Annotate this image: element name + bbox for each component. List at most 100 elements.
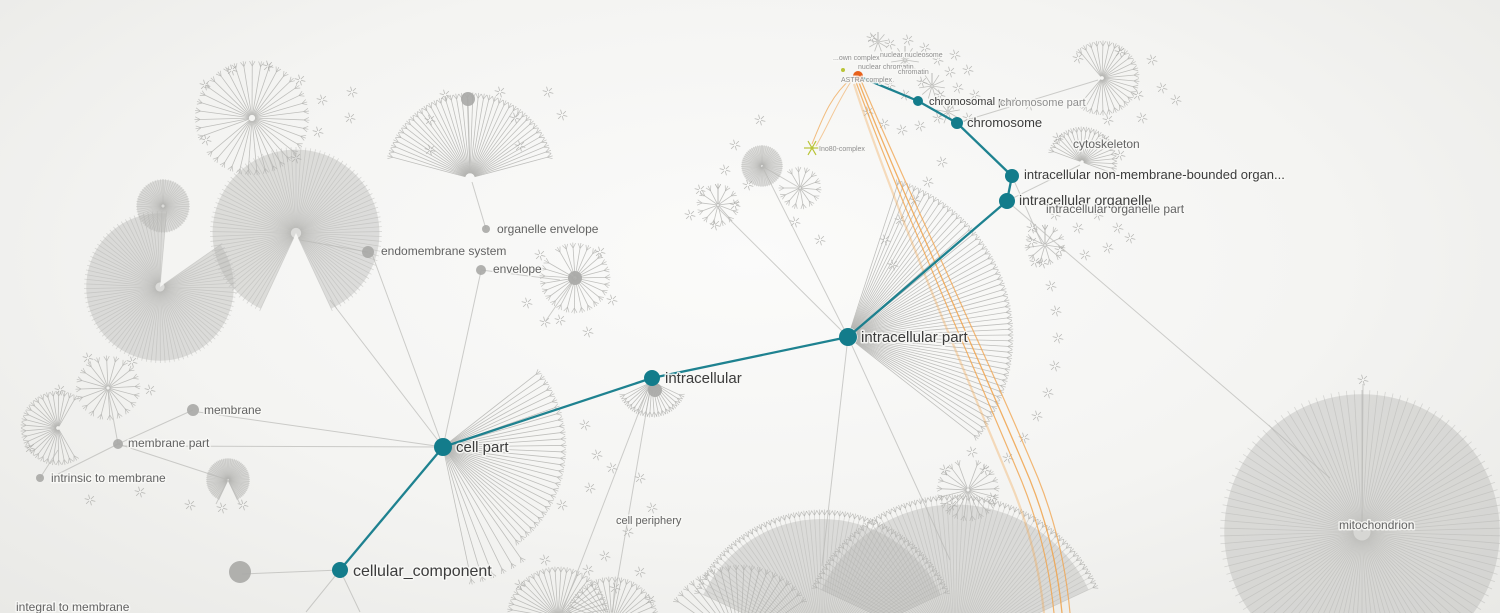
mini-node-burst[interactable] xyxy=(539,316,551,328)
collapsed-subtree-fan[interactable] xyxy=(135,179,191,233)
mini-node-burst[interactable] xyxy=(539,554,551,566)
collapsed-subtree-fan[interactable] xyxy=(444,453,526,585)
mini-node-burst[interactable] xyxy=(896,124,908,136)
graph-node[interactable] xyxy=(951,117,963,129)
mini-node-burst[interactable] xyxy=(1079,249,1091,261)
mini-node-burst[interactable] xyxy=(1049,360,1061,372)
mini-node-burst[interactable] xyxy=(946,499,958,511)
mini-node-burst[interactable] xyxy=(424,144,436,156)
collapsed-subtree-fan[interactable] xyxy=(850,179,1014,441)
mini-node-burst[interactable] xyxy=(919,42,931,54)
mini-node-burst[interactable] xyxy=(1146,54,1158,66)
mini-node-burst[interactable] xyxy=(1112,222,1124,234)
mini-node-burst[interactable] xyxy=(934,89,946,101)
mini-node-burst[interactable] xyxy=(290,152,302,164)
graph-node[interactable] xyxy=(853,71,863,81)
mini-node-burst[interactable] xyxy=(582,564,594,576)
collapsed-subtree-fan[interactable] xyxy=(891,46,919,74)
mini-node-burst[interactable] xyxy=(134,486,146,498)
graph-node[interactable] xyxy=(461,92,475,106)
graph-node[interactable] xyxy=(362,246,374,258)
mini-node-burst[interactable] xyxy=(1114,46,1126,58)
mini-node-burst[interactable] xyxy=(556,499,568,511)
mini-node-burst[interactable] xyxy=(922,176,934,188)
mini-node-burst[interactable] xyxy=(556,109,568,121)
mini-node-burst[interactable] xyxy=(1002,452,1014,464)
mini-node-burst[interactable] xyxy=(1045,280,1057,292)
mini-node-burst[interactable] xyxy=(606,294,618,306)
graph-node[interactable] xyxy=(229,561,251,583)
mini-node-burst[interactable] xyxy=(144,384,156,396)
mini-node-burst[interactable] xyxy=(1114,149,1126,161)
mini-node-burst[interactable] xyxy=(521,297,533,309)
mini-node-burst[interactable] xyxy=(1029,256,1041,268)
mini-node-burst[interactable] xyxy=(534,249,546,261)
mini-node-burst[interactable] xyxy=(262,60,274,72)
mini-node-burst[interactable] xyxy=(969,89,981,101)
collapsed-subtree-fan[interactable] xyxy=(694,509,950,613)
mini-node-burst[interactable] xyxy=(914,120,926,132)
graph-node[interactable] xyxy=(568,271,582,285)
mini-node-burst[interactable] xyxy=(199,79,211,91)
collapsed-subtree-fan[interactable] xyxy=(194,60,310,176)
graph-node[interactable] xyxy=(1005,169,1019,183)
mini-node-burst[interactable] xyxy=(494,86,506,98)
collapsed-subtree-fan[interactable] xyxy=(205,458,251,501)
mini-node-burst[interactable] xyxy=(1156,82,1168,94)
mini-node-burst[interactable] xyxy=(344,112,356,124)
mini-node-burst[interactable] xyxy=(789,216,801,228)
mini-node-burst[interactable] xyxy=(1052,132,1064,144)
mini-node-burst[interactable] xyxy=(646,502,658,514)
mini-node-burst[interactable] xyxy=(694,184,706,196)
mini-node-burst[interactable] xyxy=(316,94,328,106)
graph-node[interactable] xyxy=(36,474,44,482)
collapsed-subtree-fan[interactable] xyxy=(210,147,382,312)
mini-node-burst[interactable] xyxy=(949,49,961,61)
mini-node-burst[interactable] xyxy=(1031,410,1043,422)
mini-node-burst[interactable] xyxy=(346,86,358,98)
mini-node-burst[interactable] xyxy=(952,82,964,94)
collapsed-subtree-fan[interactable] xyxy=(387,92,553,178)
mini-node-burst[interactable] xyxy=(622,526,634,538)
mini-node-burst[interactable] xyxy=(887,259,899,271)
mini-node-burst[interactable] xyxy=(742,179,754,191)
collapsed-subtree-fan[interactable] xyxy=(1220,390,1500,613)
mini-node-burst[interactable] xyxy=(237,499,249,511)
mini-node-burst[interactable] xyxy=(606,462,618,474)
mini-node-burst[interactable] xyxy=(82,352,94,364)
mini-node-burst[interactable] xyxy=(986,492,998,504)
mini-node-burst[interactable] xyxy=(1072,52,1084,64)
mini-node-burst[interactable] xyxy=(1072,222,1084,234)
selected-term-node[interactable] xyxy=(804,140,820,156)
graph-node[interactable] xyxy=(187,404,199,416)
mini-node-burst[interactable] xyxy=(1052,332,1064,344)
collapsed-subtree-fan[interactable] xyxy=(20,390,79,466)
mini-node-burst[interactable] xyxy=(866,32,878,44)
mini-node-burst[interactable] xyxy=(54,384,66,396)
mini-node-burst[interactable] xyxy=(634,472,646,484)
mini-node-burst[interactable] xyxy=(879,234,891,246)
mini-node-burst[interactable] xyxy=(1102,242,1114,254)
mini-node-burst[interactable] xyxy=(719,164,731,176)
graph-node[interactable] xyxy=(644,370,660,386)
mini-node-burst[interactable] xyxy=(979,464,991,476)
mini-node-burst[interactable] xyxy=(644,594,656,606)
mini-node-burst[interactable] xyxy=(902,34,914,46)
graph-node[interactable] xyxy=(476,265,486,275)
mini-node-burst[interactable] xyxy=(591,449,603,461)
mini-node-burst[interactable] xyxy=(939,464,951,476)
mini-node-burst[interactable] xyxy=(554,314,566,326)
mini-node-burst[interactable] xyxy=(1099,134,1111,146)
mini-node-burst[interactable] xyxy=(1170,94,1182,106)
collapsed-subtree-fan[interactable] xyxy=(84,211,236,364)
mini-node-burst[interactable] xyxy=(932,54,944,66)
mini-node-burst[interactable] xyxy=(1050,305,1062,317)
graph-node[interactable] xyxy=(841,68,845,72)
mini-node-burst[interactable] xyxy=(684,209,696,221)
collapsed-subtree-fan[interactable] xyxy=(811,494,1099,613)
mini-node-burst[interactable] xyxy=(1092,209,1104,221)
graph-node[interactable] xyxy=(482,225,490,233)
graph-node[interactable] xyxy=(999,193,1015,209)
